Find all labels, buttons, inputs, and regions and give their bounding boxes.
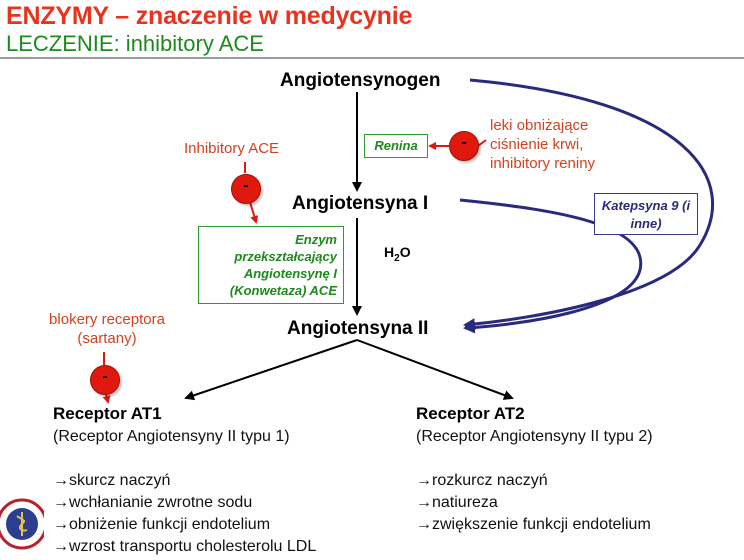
list-item: →skurcz naczyń	[53, 472, 171, 489]
leki-label-line2: ciśnienie krwi,	[490, 136, 584, 153]
curve-katepsyna-from-angiotensynogen	[463, 78, 715, 331]
header-divider	[0, 57, 744, 59]
blokery-label-line1: blokery receptora	[49, 311, 165, 328]
inhibitor-line-ace	[249, 201, 259, 224]
blokery-label: blokery receptora (sartany)	[40, 310, 174, 348]
h2o-label: H2O	[384, 244, 411, 264]
receptor-at2-title: Receptor AT2	[416, 404, 525, 423]
ace-enzyme-box: Enzym przekształcający Angiotensynę I (K…	[198, 226, 344, 304]
curve-katepsyna-from-angiotensyna1	[459, 198, 643, 334]
renina-box: Renina	[364, 134, 428, 158]
katepsyna-box: Katepsyna 9 (i inne)	[594, 193, 698, 235]
arrow-to-receptor-at1	[184, 339, 358, 401]
inhibitor-line-leki	[477, 139, 487, 147]
list-item: →obniżenie funkcji endotelium	[53, 516, 271, 533]
receptor-at1-effects: →skurcz naczyń →wchłanianie zwrotne sodu…	[53, 470, 316, 558]
receptor-at2-effects: →rozkurcz naczyń →natiureza →zwiększenie…	[416, 470, 651, 536]
node-angiotensynogen: Angiotensynogen	[280, 70, 441, 91]
node-angiotensyna-1: Angiotensyna I	[292, 193, 429, 214]
slide-title: ENZYMY – znaczenie w medycynie	[6, 2, 413, 30]
university-seal-logo	[0, 498, 44, 550]
leki-label-line3: inhibitory reniny	[490, 155, 596, 172]
leki-label: leki obniżające ciśnienie krwi, inhibito…	[490, 116, 595, 173]
inhibitor-icon-ace: -	[231, 174, 261, 204]
node-angiotensyna-2: Angiotensyna II	[287, 318, 429, 339]
receptor-at1-subtitle: (Receptor Angiotensyny II typu 1)	[53, 428, 290, 445]
inhibitor-icon-receptor: -	[90, 365, 120, 395]
receptor-at1-title: Receptor AT1	[53, 404, 162, 423]
list-item: →wzrost transportu cholesterolu LDL	[53, 538, 317, 555]
receptor-at2-subtitle: (Receptor Angiotensyny II typu 2)	[416, 428, 653, 445]
list-item: →zwiększenie funkcji endotelium	[416, 516, 651, 533]
list-item: →wchłanianie zwrotne sodu	[53, 494, 253, 511]
arrow-to-receptor-at2	[356, 339, 514, 400]
leki-label-line1: leki obniżające	[490, 117, 589, 134]
list-item: →rozkurcz naczyń	[416, 472, 548, 489]
inhibitor-line-receptor	[102, 393, 111, 404]
blokery-label-line2: (sartany)	[77, 330, 137, 347]
slide-subtitle: LECZENIE: inhibitory ACE	[6, 31, 264, 56]
list-item: →natiureza	[416, 494, 498, 511]
inhibitory-ace-label: Inhibitory ACE	[184, 140, 280, 157]
inhibitor-icon-renina: -	[449, 131, 479, 161]
